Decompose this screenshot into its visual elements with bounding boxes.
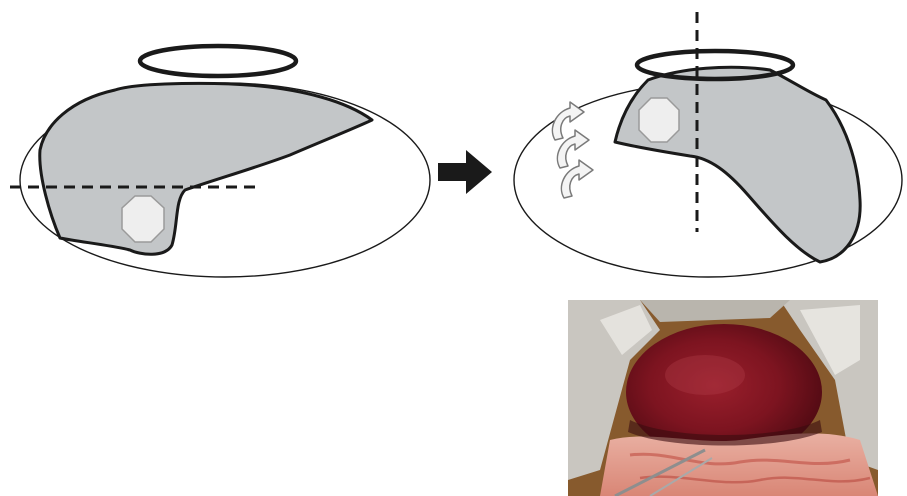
right-arrow-icon [438, 150, 492, 194]
panel-before [10, 46, 430, 277]
tumor-marker-left [122, 196, 164, 242]
panel-after [514, 12, 902, 277]
liver-shape-left [40, 83, 372, 254]
curved-rotation-arrows [552, 102, 593, 198]
surgical-photo [568, 300, 878, 496]
liver-shape-right [615, 67, 860, 262]
incision-ring-left [140, 46, 296, 76]
tumor-marker-right [639, 98, 679, 142]
